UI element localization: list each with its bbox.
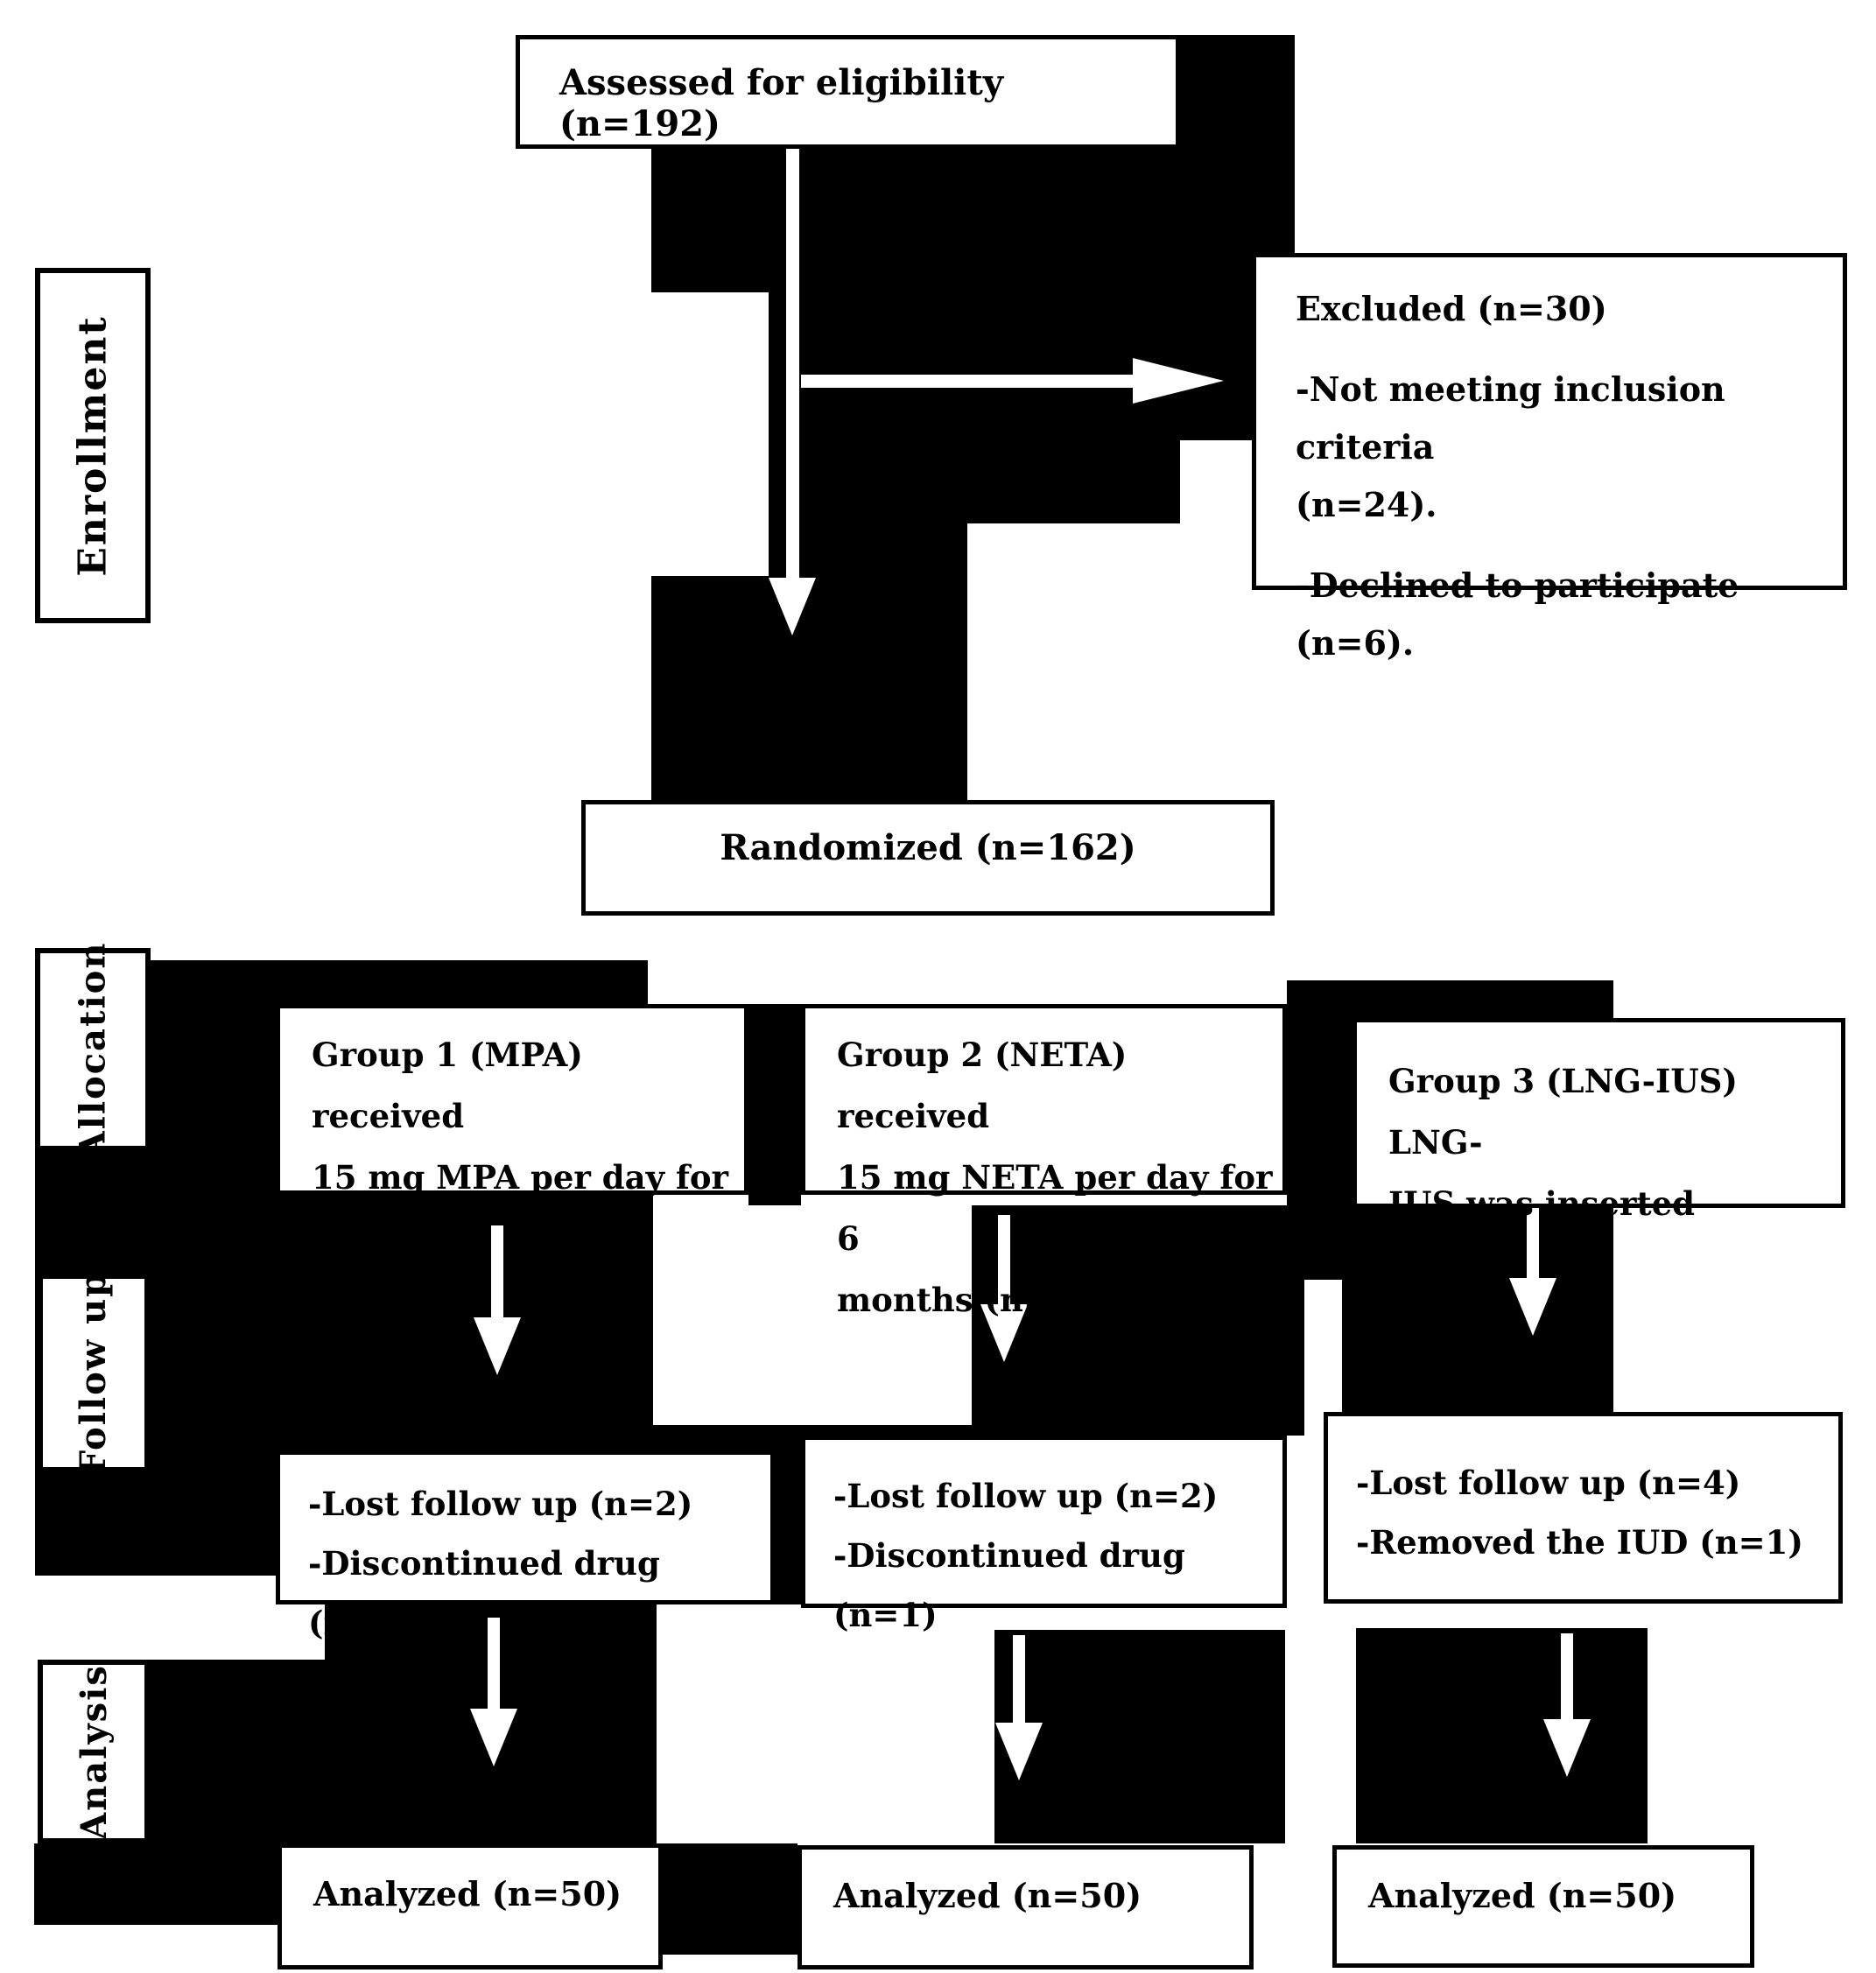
followup1-text: -Lost follow up (n=2) -Discontinued drug… (308, 1485, 693, 1642)
down-arrowhead-icon (1543, 1719, 1591, 1777)
analyzed2-box: Analyzed (n=50) (797, 1845, 1254, 1969)
followup2-text: -Lost follow up (n=2) -Discontinued drug… (833, 1477, 1219, 1634)
randomized-text: Randomized (n=162) (720, 827, 1136, 868)
black-region (775, 1450, 801, 1604)
down-arrow-analysis1 (488, 1618, 500, 1711)
down-arrowhead-icon (1509, 1278, 1556, 1336)
down-arrow-enrollment (786, 149, 799, 579)
analyzed2-text: Analyzed (n=50) (833, 1876, 1142, 1915)
black-region (151, 960, 648, 1004)
black-region (769, 523, 967, 576)
stage-label-followup: Follow up (38, 1270, 150, 1476)
down-arrow-group1 (491, 1225, 503, 1320)
group3-text: Group 3 (LNG-IUS) LNG- IUS was inserted … (1388, 1062, 1738, 1284)
stage-label-allocation: Allocation (35, 941, 151, 1158)
down-arrowhead-icon (995, 1723, 1043, 1780)
black-region (651, 149, 1295, 292)
down-arrow-analysis2 (1013, 1635, 1025, 1725)
stage-label-enrollment: Enrollment (35, 268, 151, 623)
stage-label-analysis: Analysis (38, 1660, 150, 1843)
stage-label-text: Allocation (72, 941, 114, 1158)
black-region (150, 1660, 328, 1843)
group3-box: Group 3 (LNG-IUS) LNG- IUS was inserted … (1353, 1018, 1845, 1284)
down-arrow-group2 (998, 1215, 1010, 1307)
black-region (663, 1843, 797, 1955)
down-arrow-analysis3 (1561, 1633, 1573, 1722)
excluded-box: Excluded (n=30) -Not meeting inclusion c… (1252, 253, 1847, 663)
analyzed3-text: Analyzed (n=50) (1368, 1876, 1677, 1915)
down-arrowhead-icon (470, 1709, 517, 1766)
excluded-item1: -Not meeting inclusion criteria (n=24). (1296, 369, 1725, 524)
black-region (34, 1843, 278, 1925)
right-arrowhead-icon (1133, 358, 1224, 404)
followup2-box: -Lost follow up (n=2) -Discontinued drug… (801, 1436, 1287, 1634)
assessed-text: Assessed for eligibility (n=192) (559, 62, 1016, 144)
group1-text: Group 1 (MPA) received 15 mg MPA per day… (312, 1036, 729, 1319)
stage-label-text: Analysis (73, 1663, 115, 1840)
black-region (1180, 35, 1295, 149)
excluded-item2: -Declined to participate (n=6). (1296, 565, 1751, 663)
black-region (1287, 980, 1613, 1018)
black-region (1356, 1628, 1648, 1843)
excluded-title: Excluded (n=30) (1296, 289, 1607, 328)
right-arrow-excluded (801, 375, 1135, 388)
followup3-box: -Lost follow up (n=4) -Removed the IUD (… (1324, 1412, 1843, 1604)
randomized-box: Randomized (n=162) (581, 800, 1275, 916)
followup1-box: -Lost follow up (n=2) -Discontinued drug… (276, 1450, 775, 1642)
group2-box: Group 2 (NETA) received 15 mg NETA per d… (801, 1004, 1287, 1319)
analyzed3-box: Analyzed (n=50) (1332, 1845, 1754, 1968)
down-arrow-group3 (1527, 1202, 1539, 1281)
black-region (994, 1630, 1285, 1843)
analyzed1-box: Analyzed (n=50) (278, 1843, 663, 1969)
stage-label-text: Follow up (73, 1270, 115, 1476)
stage-label-text: Enrollment (70, 314, 116, 577)
assessed-box: Assessed for eligibility (n=192) (516, 35, 1180, 149)
down-arrowhead-icon (769, 578, 816, 635)
down-arrowhead-icon (980, 1304, 1028, 1362)
group1-box: Group 1 (MPA) received 15 mg MPA per day… (276, 1004, 748, 1319)
analyzed1-text: Analyzed (n=50) (313, 1874, 622, 1913)
black-region (276, 1195, 653, 1450)
group2-text: Group 2 (NETA) received 15 mg NETA per d… (837, 1036, 1273, 1319)
black-region (748, 1004, 801, 1205)
down-arrowhead-icon (474, 1317, 521, 1375)
black-region (769, 440, 1180, 523)
black-region (1342, 1208, 1613, 1415)
followup3-text: -Lost follow up (n=4) -Removed the IUD (… (1356, 1464, 1803, 1562)
